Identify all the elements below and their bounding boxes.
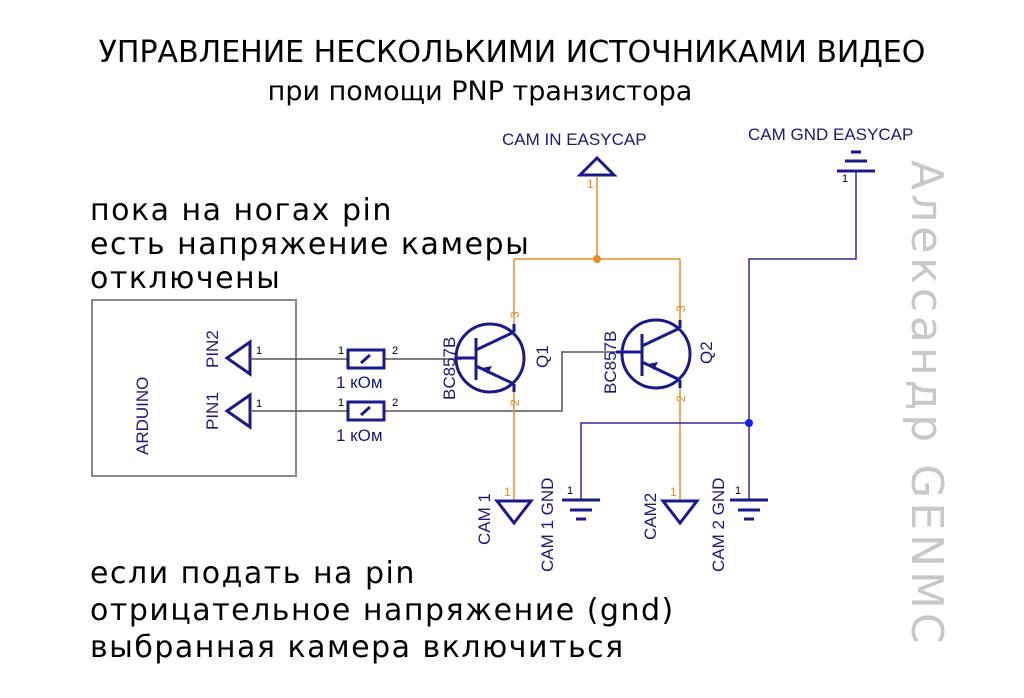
pin1-label: PIN1: [203, 392, 222, 430]
resistor-r2-mark: [360, 405, 371, 417]
cam-gnd-pin: 1: [842, 173, 848, 185]
cam1-port-icon: [493, 499, 535, 526]
wire-gnd-main: [748, 171, 857, 500]
resistor-r2-icon: [346, 400, 386, 422]
junction-gnd: [745, 419, 753, 427]
title-line-2: при помощи PNP транзистора: [268, 76, 693, 107]
cam2-port-icon: [659, 499, 701, 526]
transistor-q2-icon: [616, 318, 692, 390]
cam1-label: CAM 1: [475, 493, 494, 545]
cam-gnd-label: CAM GND EASYCAP: [748, 125, 913, 144]
r2-pin-a: 1: [338, 397, 344, 409]
cam-in-pin: 1: [587, 177, 594, 191]
resistor-r1-icon: [346, 348, 386, 370]
note-bottom-line-2: отрицательное напряжение (gnd): [90, 593, 675, 628]
q2-part: BC857B: [601, 331, 620, 394]
note-bottom-line-1: если подать на pin: [90, 556, 416, 591]
cam-in-label: CAM IN EASYCAP: [502, 130, 647, 149]
cam2-pin: 1: [670, 485, 677, 499]
cam-gnd-ground-icon: [837, 150, 875, 173]
cam1-gnd-label: CAM 1 GND: [538, 478, 557, 572]
r1-value: 1 кОм: [336, 373, 383, 392]
pin2-number: 1: [256, 345, 262, 357]
q1-collector-pin: 3: [508, 311, 522, 318]
pin2-label: PIN2: [203, 330, 222, 368]
resistor-r1-mark: [360, 353, 371, 365]
note-top-line-3: отключены: [90, 261, 281, 296]
note-bottom-line-3: выбранная камера включиться: [90, 630, 625, 665]
pin1-number: 1: [256, 398, 262, 410]
cam-in-port-icon: [576, 155, 618, 177]
cam1-gnd-icon: [562, 498, 600, 521]
arduino-box: [91, 299, 297, 477]
note-top-line-2: есть напряжение камеры: [90, 227, 530, 262]
r2-pin-b: 2: [392, 397, 398, 409]
cam2-label: CAM2: [641, 493, 660, 540]
r2-value: 1 кОм: [336, 426, 383, 445]
watermark: Александр GENMC: [901, 160, 952, 648]
r1-pin-a: 1: [338, 345, 344, 357]
cam2-gnd-label: CAM 2 GND: [709, 478, 728, 572]
r1-pin-b: 2: [392, 345, 398, 357]
q1-ref: Q1: [533, 345, 552, 368]
q2-emitter-pin: 2: [674, 395, 688, 402]
q1-part: BC857B: [440, 337, 459, 400]
pin2-port-icon: [224, 339, 252, 377]
transistor-q1-icon: [454, 322, 526, 394]
wire-gnd-cam1: [580, 422, 749, 500]
q2-ref: Q2: [697, 341, 716, 364]
q2-collector-pin: 3: [674, 305, 688, 312]
cam2-gnd-icon: [730, 498, 768, 521]
cam2-gnd-pin: 1: [735, 485, 741, 497]
note-top-line-1: пока на ногах pin: [90, 193, 393, 228]
pin1-port-icon: [224, 392, 252, 430]
arduino-label: ARDUINO: [133, 377, 152, 455]
cam1-gnd-pin: 1: [567, 485, 573, 497]
q1-emitter-pin: 2: [508, 399, 522, 406]
title-line-1: УПРАВЛЕНИЕ НЕСКОЛЬКИМИ ИСТОЧНИКАМИ ВИДЕО: [99, 35, 926, 70]
wire-r2-q2-base: [384, 351, 616, 412]
cam1-pin: 1: [504, 485, 511, 499]
